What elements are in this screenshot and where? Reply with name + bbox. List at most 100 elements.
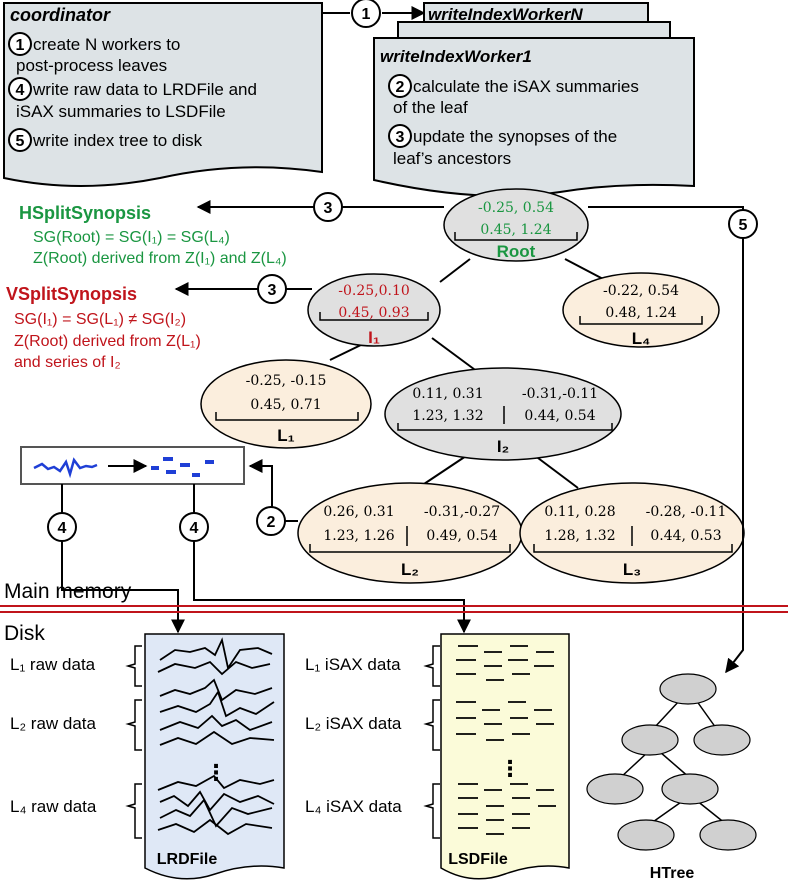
worker-1-box: writeIndexWorker1 2 calculate the iSAX s… (373, 37, 695, 197)
worker-n-title: writeIndexWorkerN (428, 5, 583, 24)
isax-label-l4: L₄ iSAX data (305, 797, 402, 816)
step-marker-4-raw: 4 (47, 512, 77, 542)
hsplit-line2: Z(Root) derived from Z(I₁) and Z(L₄) (33, 250, 287, 267)
l2-left2: 1.23, 1.26 (323, 528, 394, 544)
coordinator-step-4-num: 4 (16, 82, 25, 99)
lrdfile: ⋮ LRDFile (144, 633, 285, 880)
isax-dash-rows (456, 645, 556, 835)
hsplit-line1: SG(Root) = SG(I₁) = SG(L₄) (33, 229, 230, 246)
worker-step-3-line1: update the synopses of the (413, 127, 617, 146)
htree: HTree (586, 673, 757, 882)
coordinator-step-1-line1: create N workers to (33, 35, 180, 54)
vsplit-line2: Z(Root) derived from Z(L₁) (14, 333, 201, 350)
i1-row2: 0.45, 0.93 (338, 305, 409, 321)
coordinator-step-4-line1: write raw data to LRDFile and (32, 80, 257, 99)
step-marker-3-vsplit: 3 (257, 274, 287, 304)
i2-left2: 1.23, 1.32 (412, 408, 483, 424)
main-memory-label: Main memory (4, 580, 132, 603)
i2-right2: 0.44, 0.54 (524, 408, 595, 424)
worker-step-2-num: 2 (396, 79, 405, 96)
i2-left1: 0.11, 0.31 (412, 386, 483, 402)
coordinator-title: coordinator (10, 5, 111, 25)
vsplit-annotation: VSplitSynopsis SG(I₁) = SG(L₁) ≠ SG(I₂) … (6, 284, 201, 371)
node-l3: 0.11, 0.28 -0.28, -0.11 1.28, 1.32 0.44,… (519, 482, 745, 584)
l2-right2: 0.49, 0.54 (426, 528, 497, 544)
lsd-label: LSDFile (448, 851, 508, 868)
l1-row2: 0.45, 0.71 (250, 397, 321, 413)
step-marker-1-text: 1 (362, 6, 371, 23)
i1-row1: -0.25,0.10 (338, 283, 410, 299)
l4-label: L₄ (632, 329, 651, 348)
l3-left1: 0.11, 0.28 (544, 504, 615, 520)
series-glyph (33, 457, 98, 479)
coordinator-step-5-num: 5 (16, 133, 25, 150)
l3-right2: 0.44, 0.53 (650, 528, 721, 544)
lrd-ellipsis: ⋮ (205, 760, 227, 785)
l3-label: L₃ (623, 560, 641, 579)
worker-step-3-line2: leaf’s ancestors (393, 149, 511, 168)
arrow-raw-to-lrdfile (61, 484, 185, 634)
step-marker-2: 2 (256, 506, 286, 536)
transform-box (20, 446, 245, 485)
isax-glyph (151, 457, 214, 477)
node-i1: -0.25,0.10 0.45, 0.93 I₁ (307, 273, 441, 347)
worker-step-3: 3 update the synopses of the leaf’s ance… (388, 124, 617, 168)
raw-data-labels: L₁ raw data L₂ raw data L₄ raw data (10, 645, 142, 839)
step-marker-3-vsplit-text: 3 (268, 282, 277, 299)
coordinator-step-5-line1: write index tree to disk (32, 131, 203, 150)
step-marker-2-text: 2 (267, 514, 276, 531)
root-row2: 0.45, 1.24 (480, 222, 551, 238)
node-l1: -0.25, -0.15 0.45, 0.71 L₁ (200, 359, 372, 449)
step-marker-5: 5 (728, 209, 758, 239)
lrd-label: LRDFile (157, 851, 218, 868)
worker-step-2-line2: of the leaf (393, 98, 468, 117)
lsdfile: ⋮ LSDFile (440, 633, 570, 880)
l4-row1: -0.22, 0.54 (603, 283, 679, 299)
l3-left2: 1.28, 1.32 (544, 528, 615, 544)
lsd-ellipsis: ⋮ (499, 756, 521, 781)
l1-label: L₁ (277, 426, 294, 445)
coordinator-step-4: 4 write raw data to LRDFile and iSAX sum… (8, 77, 257, 121)
isax-label-l2: L₂ iSAX data (305, 714, 402, 733)
node-i2: 0.11, 0.31 -0.31,-0.11 1.23, 1.32 0.44, … (384, 367, 622, 461)
disk-label: Disk (4, 622, 45, 645)
isax-label-l1: L₁ iSAX data (305, 655, 401, 674)
vsplit-title: VSplitSynopsis (6, 284, 137, 304)
step-marker-1: 1 (351, 0, 381, 28)
coordinator-step-4-line2: iSAX summaries to LSDFile (16, 102, 226, 121)
hsplit-annotation: HSplitSynopsis SG(Root) = SG(I₁) = SG(L₄… (19, 203, 287, 267)
raw-label-l4: L₄ raw data (10, 797, 97, 816)
coordinator-step-5: 5 write index tree to disk (8, 128, 203, 152)
root-label: Root (497, 242, 536, 261)
raw-label-l1: L₁ raw data (10, 655, 96, 674)
raw-series-lines (157, 637, 275, 836)
coordinator-step-1: 1 create N workers to post-process leave… (8, 32, 180, 75)
raw-label-l2: L₂ raw data (10, 714, 97, 733)
i2-right1: -0.31,-0.11 (522, 386, 598, 402)
arrow-root-to-htree (588, 206, 744, 674)
coordinator-box: coordinator 1 create N workers to post-p… (3, 2, 323, 187)
htree-edges (619, 699, 727, 825)
vsplit-line3: and series of I₂ (14, 354, 121, 371)
coordinator-step-1-line2: post-process leaves (16, 56, 167, 75)
l2-left1: 0.26, 0.31 (323, 504, 394, 520)
i2-label: I₂ (497, 437, 509, 456)
worker-step-3-num: 3 (396, 129, 405, 146)
step-marker-4-raw-text: 4 (58, 520, 67, 537)
step-marker-5-text: 5 (739, 217, 748, 234)
htree-label: HTree (650, 865, 695, 882)
l4-row2: 0.48, 1.24 (605, 305, 676, 321)
hsplit-title: HSplitSynopsis (19, 203, 151, 223)
worker-step-2-line1: calculate the iSAX summaries (413, 77, 639, 96)
node-root: -0.25, 0.54 0.45, 1.24 Root (443, 188, 589, 262)
coordinator-step-1-num: 1 (16, 37, 25, 54)
l3-right1: -0.28, -0.11 (646, 504, 727, 520)
vsplit-line1: SG(I₁) = SG(L₁) ≠ SG(I₂) (14, 311, 186, 328)
worker-step-2: 2 calculate the iSAX summaries of the le… (388, 74, 639, 117)
l2-label: L₂ (401, 560, 419, 579)
l2-right1: -0.31,-0.27 (424, 504, 500, 520)
htree-nodes (586, 673, 757, 851)
step-marker-4-isax: 4 (179, 512, 209, 542)
